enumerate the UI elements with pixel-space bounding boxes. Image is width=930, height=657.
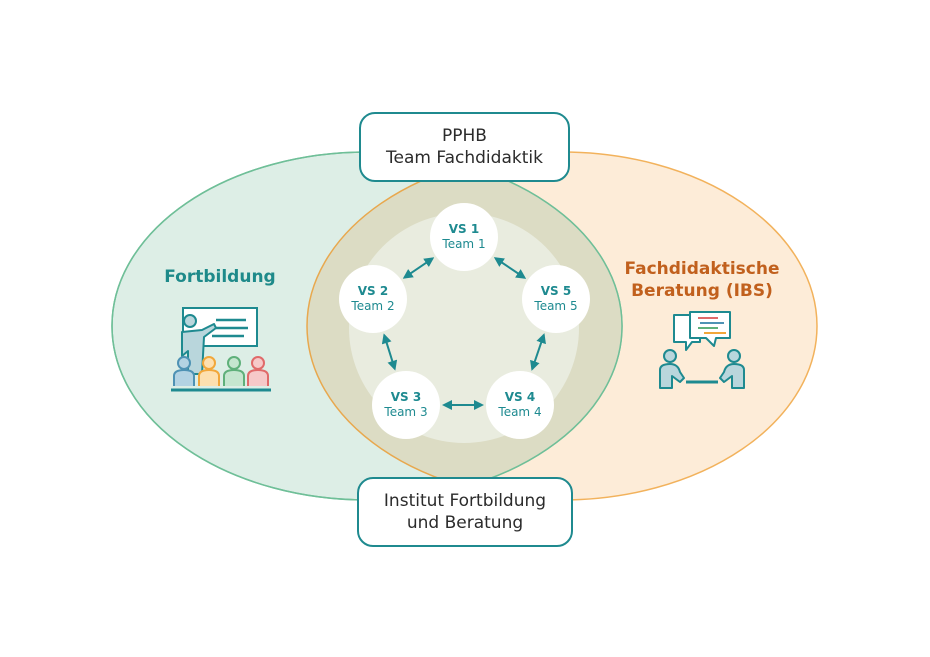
node-vs4: VS 4 Team 4	[486, 371, 554, 439]
beratung-label: Fachdidaktische Beratung (IBS)	[612, 258, 792, 302]
node-title: VS 5	[540, 284, 572, 298]
teacher-classroom-icon	[171, 307, 271, 392]
arrow-vs2-vs3	[381, 333, 398, 371]
node-title: VS 4	[504, 390, 536, 404]
node-title: VS 1	[448, 222, 480, 236]
arrow-vs4-vs5	[530, 333, 546, 371]
node-title: VS 3	[390, 390, 422, 404]
pphb-team-box: PPHB Team Fachdidaktik	[359, 112, 570, 182]
beratung-label-line2: Beratung (IBS)	[631, 281, 773, 301]
node-subtitle: Team 5	[534, 299, 578, 313]
node-vs2: VS 2 Team 2	[339, 265, 407, 333]
bottom-box-line2: und Beratung	[406, 513, 524, 533]
beratung-label-line1: Fachdidaktische	[624, 259, 780, 279]
arrow-vs1-vs5	[493, 257, 527, 279]
node-subtitle: Team 1	[442, 237, 486, 251]
node-vs3: VS 3 Team 3	[372, 371, 440, 439]
top-box-line1: PPHB	[442, 126, 487, 146]
consultation-dialog-icon	[659, 311, 745, 389]
bottom-box-line1: Institut Fortbildung	[383, 491, 547, 511]
node-subtitle: Team 2	[351, 299, 395, 313]
node-subtitle: Team 3	[384, 405, 428, 419]
fortbildung-label: Fortbildung	[164, 267, 276, 287]
arrow-vs1-vs2	[402, 257, 435, 279]
node-vs1: VS 1 Team 1	[430, 203, 498, 271]
connection-arrows	[381, 257, 546, 410]
institut-box: Institut Fortbildung und Beratung	[357, 477, 573, 547]
node-subtitle: Team 4	[498, 405, 542, 419]
node-vs5: VS 5 Team 5	[522, 265, 590, 333]
node-title: VS 2	[357, 284, 389, 298]
top-box-line2: Team Fachdidaktik	[386, 148, 543, 168]
